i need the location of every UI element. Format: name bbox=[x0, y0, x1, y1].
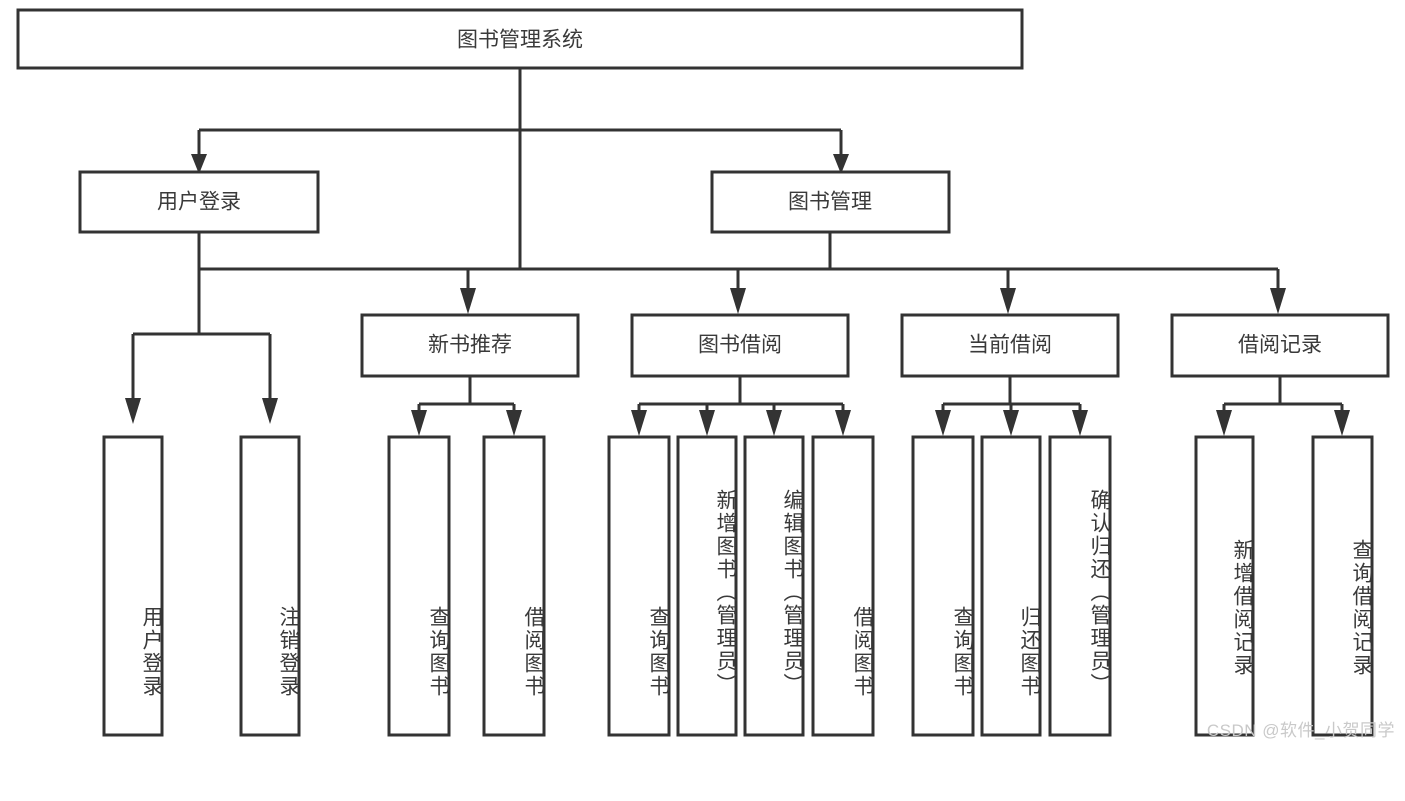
node-book-borrow[interactable] bbox=[630, 313, 850, 378]
node-leaf-add-record[interactable] bbox=[1194, 435, 1255, 737]
arrow-bookmgmt bbox=[833, 154, 849, 174]
node-book-management-label: 图书管理 bbox=[788, 191, 872, 214]
node-user-login-label: 用户登录 bbox=[157, 191, 241, 214]
node-root[interactable] bbox=[16, 8, 1024, 70]
node-leaf-edit-book[interactable] bbox=[743, 435, 805, 737]
node-layer: 图书管理系统 用户登录 图书管理 新书推荐 图书借阅 当前借阅 借阅记录 bbox=[16, 8, 1390, 737]
arrow-leaf-edit-book bbox=[766, 410, 782, 436]
diagram-canvas: 图书管理系统 用户登录 图书管理 新书推荐 图书借阅 当前借阅 借阅记录 bbox=[16, 8, 1395, 740]
arrow-leaf-user-login bbox=[125, 398, 141, 424]
node-borrow-record[interactable] bbox=[1170, 313, 1390, 378]
node-leaf-query-book-1[interactable] bbox=[387, 435, 451, 737]
arrow-leaf-return-book bbox=[1003, 410, 1019, 436]
arrow-leaf-query-record bbox=[1334, 410, 1350, 436]
arrow-leaf-confirm-return bbox=[1072, 410, 1088, 436]
arrow-leaf-query-book-1 bbox=[411, 410, 427, 436]
node-book-management[interactable] bbox=[710, 170, 951, 234]
node-leaf-query-book-2[interactable] bbox=[607, 435, 671, 737]
arrow-leaf-borrow-book-1 bbox=[506, 410, 522, 436]
node-leaf-return-book[interactable] bbox=[980, 435, 1042, 737]
arrow-leaf-add-record bbox=[1216, 410, 1232, 436]
arrow-leaf-query-book-2 bbox=[631, 410, 647, 436]
node-leaf-borrow-book-2[interactable] bbox=[811, 435, 875, 737]
node-leaf-query-book-3[interactable] bbox=[911, 435, 975, 737]
node-leaf-add-book[interactable] bbox=[676, 435, 738, 737]
arrow-leaf-borrow-book-2 bbox=[835, 410, 851, 436]
hierarchy-diagram-svg: 图书管理系统 用户登录 图书管理 新书推荐 图书借阅 当前借阅 借阅记录 bbox=[16, 8, 1390, 737]
arrow-book-borrow bbox=[730, 288, 746, 314]
node-new-book-recommend[interactable] bbox=[360, 313, 580, 378]
arrow-leaf-add-book bbox=[699, 410, 715, 436]
node-new-book-recommend-label: 新书推荐 bbox=[428, 334, 512, 357]
node-user-login[interactable] bbox=[78, 170, 320, 234]
node-leaf-user-logout[interactable] bbox=[239, 435, 301, 737]
arrow-new-book-recommend bbox=[460, 288, 476, 314]
node-leaf-borrow-book-1[interactable] bbox=[482, 435, 546, 737]
node-current-borrow[interactable] bbox=[900, 313, 1120, 378]
node-current-borrow-label: 当前借阅 bbox=[968, 334, 1052, 357]
node-root-label: 图书管理系统 bbox=[457, 29, 583, 52]
node-leaf-confirm-return[interactable] bbox=[1048, 435, 1112, 737]
arrow-userlogin bbox=[191, 154, 207, 174]
arrow-current-borrow bbox=[1000, 288, 1016, 314]
node-borrow-record-label: 借阅记录 bbox=[1238, 334, 1322, 357]
csdn-watermark: CSDN @软件_小贺同学 bbox=[1206, 721, 1395, 740]
node-leaf-query-record[interactable] bbox=[1311, 435, 1374, 737]
arrow-leaf-user-logout bbox=[262, 398, 278, 424]
connector-layer bbox=[125, 68, 1350, 436]
node-book-borrow-label: 图书借阅 bbox=[698, 334, 782, 357]
arrow-borrow-record bbox=[1270, 288, 1286, 314]
arrow-leaf-query-book-3 bbox=[935, 410, 951, 436]
node-leaf-user-login[interactable] bbox=[102, 435, 164, 737]
